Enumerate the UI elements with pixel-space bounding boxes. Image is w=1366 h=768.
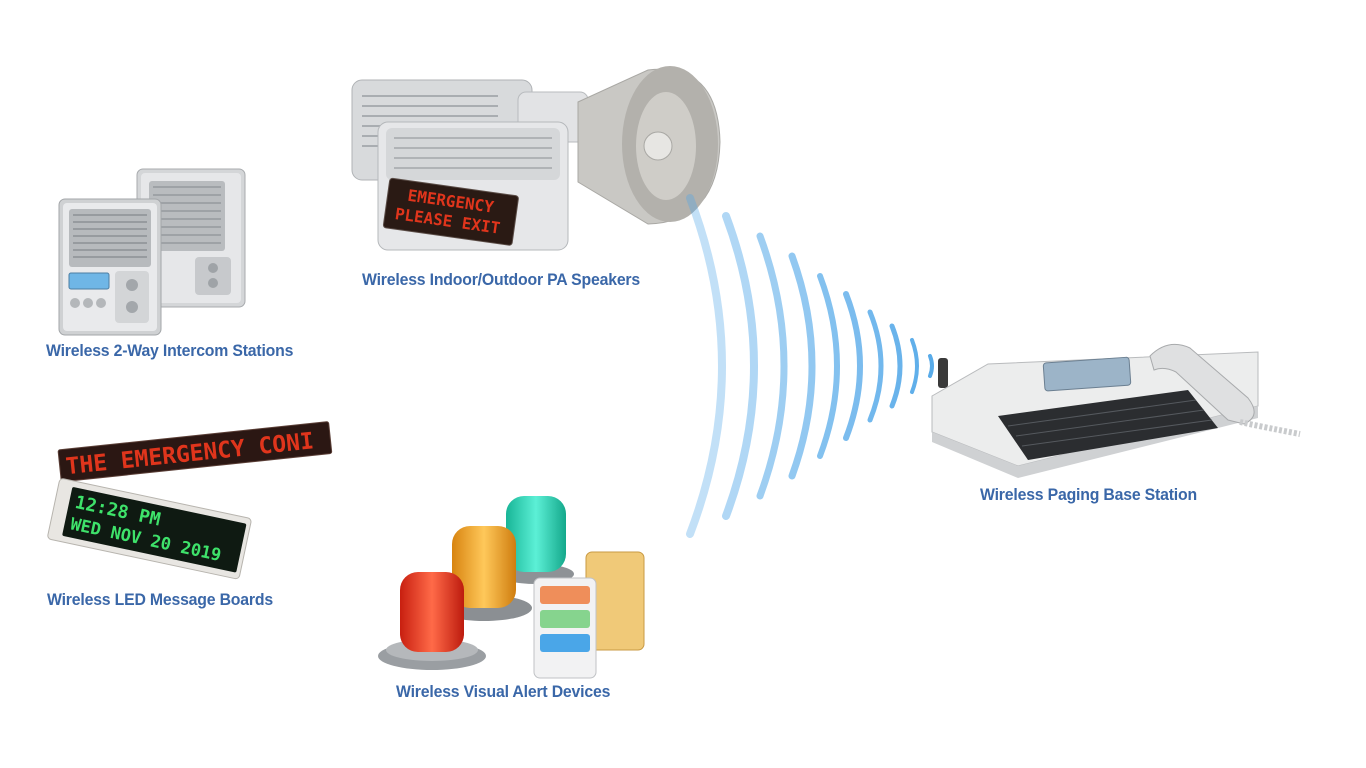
led-boards-caption: Wireless LED Message Boards xyxy=(47,590,273,609)
intercom-station-back xyxy=(136,168,246,308)
base-station-handset xyxy=(1149,343,1301,437)
intercom-station-front xyxy=(58,198,162,336)
intercom-caption: Wireless 2-Way Intercom Stations xyxy=(46,341,294,360)
intercom-stations xyxy=(55,165,255,340)
pa-speakers-caption: Wireless Indoor/Outdoor PA Speakers xyxy=(362,270,640,289)
base-station-caption: Wireless Paging Base Station xyxy=(980,485,1197,504)
red-beacon xyxy=(378,572,486,670)
paging-base-station xyxy=(928,336,1318,478)
indoor-speaker-front: EMERGENCY PLEASE EXIT xyxy=(377,121,569,251)
visual-alert-devices xyxy=(376,492,656,682)
base-station-antenna xyxy=(938,358,948,388)
stack-light xyxy=(533,551,645,679)
led-message-boards: THE EMERGENCY CONI 12:28 PM WED NOV 20 2… xyxy=(47,420,342,590)
visual-alerts-caption: Wireless Visual Alert Devices xyxy=(396,682,611,701)
led-board-green: 12:28 PM WED NOV 20 2019 xyxy=(47,478,252,580)
wireless-signal-waves xyxy=(650,190,950,550)
signal-wave-arcs xyxy=(686,194,934,538)
pa-speakers: EMERGENCY PLEASE EXIT xyxy=(348,62,728,262)
led-board-red: THE EMERGENCY CONI xyxy=(57,421,333,483)
base-station-console xyxy=(931,351,1259,478)
horn-speaker xyxy=(517,66,721,225)
